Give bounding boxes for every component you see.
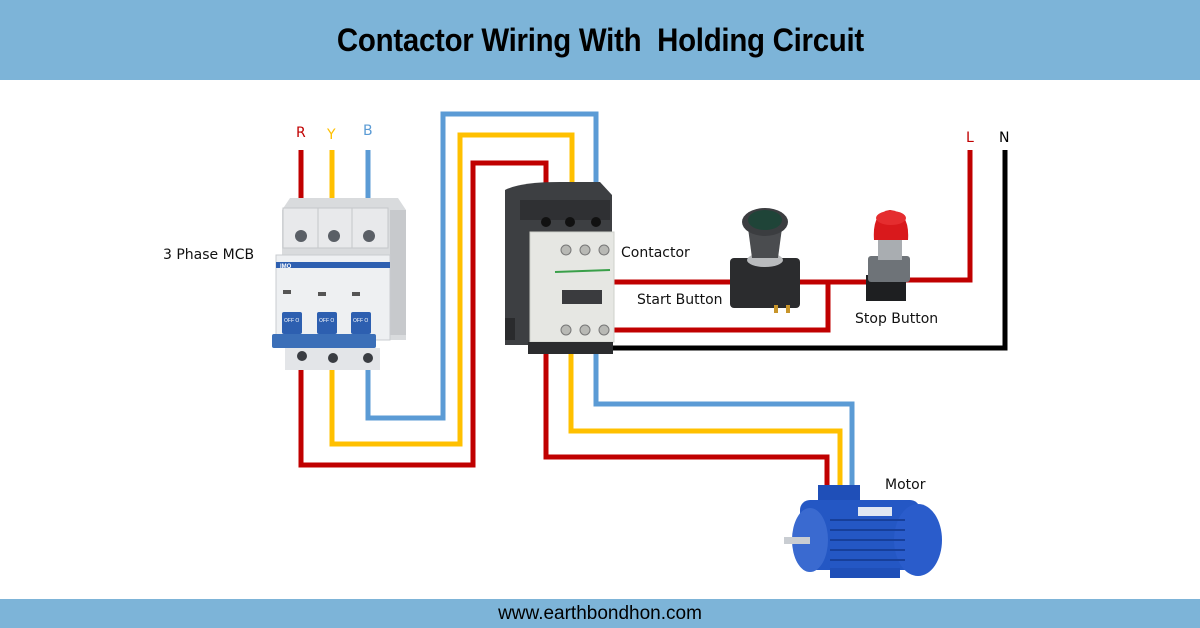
wire-live-supply bbox=[900, 150, 973, 283]
wire-r-contactor-motor bbox=[543, 352, 830, 485]
neutral-label: N bbox=[999, 130, 1009, 146]
phase-r-label: R bbox=[296, 125, 306, 141]
phase-b-label: B bbox=[363, 123, 373, 139]
mcb-brand: IMO bbox=[280, 264, 292, 270]
three-phase-mcb: IMO OFF O OFF O OFF O bbox=[272, 198, 406, 370]
wire-y-mcb-contactor bbox=[329, 132, 575, 447]
mcb-switch-text: OFF O bbox=[319, 318, 334, 324]
footer-banner: www.earthbondhon.com bbox=[0, 599, 1200, 628]
mcb-terminal bbox=[363, 230, 375, 242]
title-banner: Contactor Wiring With Holding Circuit bbox=[0, 0, 1200, 80]
motor-device bbox=[784, 485, 942, 578]
mcb-switch bbox=[317, 312, 337, 334]
mcb-switch bbox=[351, 312, 371, 334]
mcb-switch bbox=[282, 312, 302, 334]
motor-label: Motor bbox=[885, 477, 926, 493]
mcb-label: 3 Phase MCB bbox=[163, 247, 254, 263]
mcb-handle-bar bbox=[272, 334, 376, 348]
start-button-label: Start Button bbox=[637, 292, 723, 308]
stop-button-label: Stop Button bbox=[855, 311, 938, 327]
start-pushbutton bbox=[730, 208, 800, 313]
mcb-switch-text: OFF O bbox=[353, 318, 368, 324]
contactor-label: Contactor bbox=[621, 245, 690, 261]
stop-pushbutton bbox=[866, 210, 910, 301]
wire-b-contactor-motor bbox=[593, 352, 855, 485]
wire-r-mcb-contactor bbox=[298, 160, 549, 468]
mcb-switch-text: OFF O bbox=[284, 318, 299, 324]
phase-y-label: Y bbox=[326, 127, 336, 143]
wire-b-mcb-contactor bbox=[365, 111, 599, 421]
mcb-terminal bbox=[328, 230, 340, 242]
page-title: Contactor Wiring With Holding Circuit bbox=[336, 21, 864, 58]
live-label: L bbox=[966, 130, 974, 146]
wire-holding-a2 bbox=[604, 282, 831, 333]
wire-y-contactor-motor bbox=[568, 352, 843, 485]
contactor-device bbox=[505, 182, 615, 354]
website-link[interactable]: www.earthbondhon.com bbox=[498, 602, 702, 624]
mcb-terminal bbox=[295, 230, 307, 242]
